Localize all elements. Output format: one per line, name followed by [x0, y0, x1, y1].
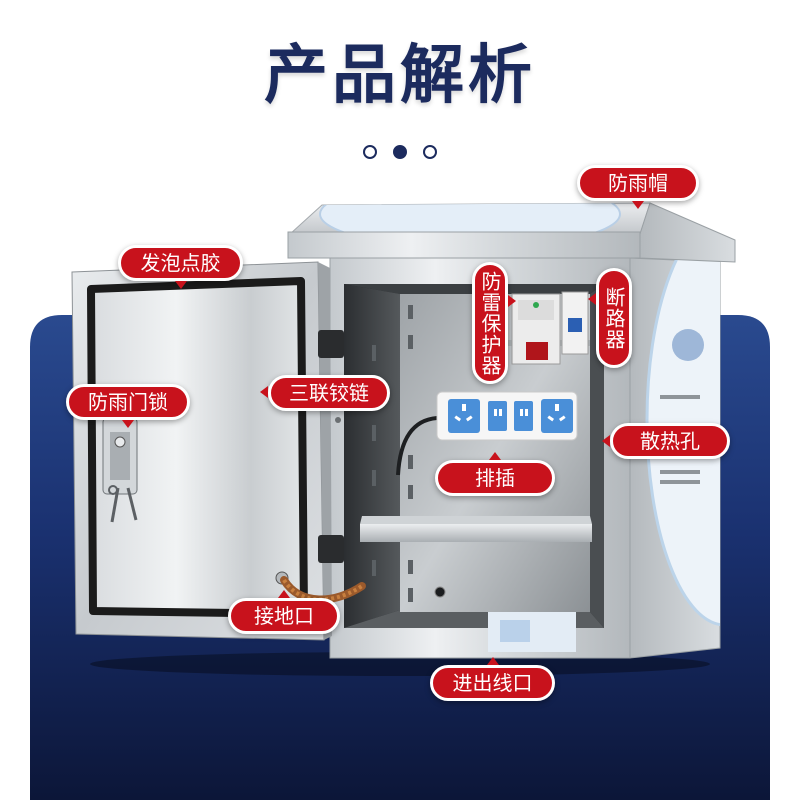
- shelf: [360, 516, 592, 542]
- surge-protector-module: [511, 293, 561, 365]
- power-strip: [436, 391, 578, 441]
- mounting-hole: [434, 586, 446, 598]
- callout-foam-gasket: 发泡点胶: [118, 245, 243, 289]
- pager-dot[interactable]: [393, 145, 407, 159]
- callout-breaker: 断路器: [588, 268, 632, 368]
- callout-vent-holes: 散热孔: [602, 423, 730, 459]
- callout-ground-port: 接地口: [228, 590, 340, 634]
- callout-surge-protector: 防雷保护器: [472, 262, 516, 384]
- hinges: [318, 330, 344, 563]
- callout-hinge: 三联铰链: [260, 375, 390, 411]
- callout-rain-cap: 防雨帽: [577, 165, 699, 209]
- breaker-module: [561, 291, 589, 355]
- door-lock: [102, 417, 138, 523]
- power-cord: [396, 416, 438, 476]
- rain-cap: [287, 202, 736, 263]
- callout-cable-entry: 进出线口: [430, 657, 555, 701]
- pager-dot[interactable]: [363, 145, 377, 159]
- callout-door-lock: 防雨门锁: [66, 384, 190, 428]
- pager-dot[interactable]: [423, 145, 437, 159]
- page-title: 产品解析: [264, 39, 536, 113]
- interior-vent-slots: [372, 305, 413, 602]
- callout-power-strip: 排插: [435, 452, 555, 496]
- carousel-pager: [0, 145, 800, 159]
